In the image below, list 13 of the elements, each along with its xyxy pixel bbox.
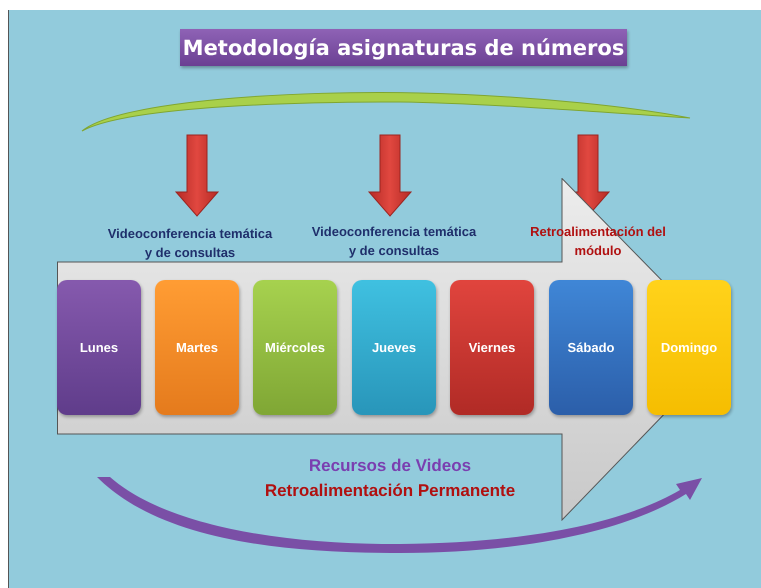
block-arrow — [57, 178, 730, 521]
day-box: Sábado — [549, 280, 633, 415]
caption-text: Retroalimentación Permanente — [264, 481, 516, 500]
day-box: Viernes — [450, 280, 534, 415]
day-box: Martes — [155, 280, 239, 415]
step-label: Videoconferencia temática y de consultas — [310, 223, 478, 260]
title-banner: Metodología asignaturas de números — [180, 29, 627, 66]
caption-text: Recursos de Videos — [308, 456, 472, 475]
day-box: Domingo — [647, 280, 731, 415]
step-label: Videoconferencia temática y de consultas — [106, 225, 274, 262]
day-box: Lunes — [57, 280, 141, 415]
day-box: Miércoles — [253, 280, 337, 415]
day-box: Jueves — [352, 280, 436, 415]
